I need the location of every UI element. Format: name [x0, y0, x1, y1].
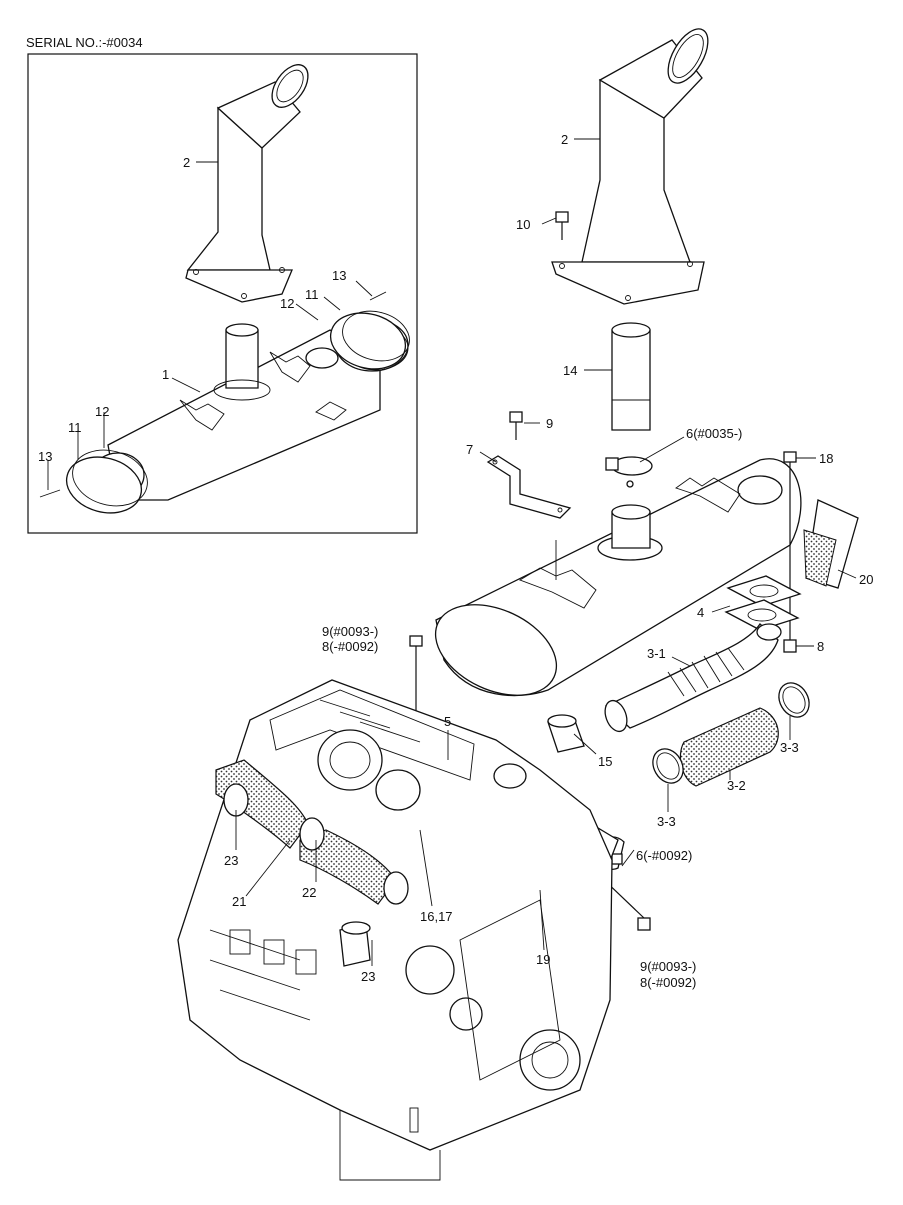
label-8-old-top: 8(-#0092) [322, 639, 378, 654]
exhaust-manifold-hoses [215, 759, 409, 967]
label-8: 8 [817, 639, 824, 654]
inset-label-13-left: 13 [38, 449, 52, 464]
label-5: 5 [444, 714, 451, 729]
tailpipe [551, 28, 709, 305]
bolt-18 [783, 451, 797, 640]
inset-label-11: 11 [305, 287, 319, 302]
exhaust-pipe-14 [611, 322, 651, 431]
label-4: 4 [697, 605, 704, 620]
label-2: 2 [561, 132, 568, 147]
label-6-new: 6(#0035-) [686, 426, 742, 441]
main-leaders [235, 138, 857, 966]
inset-callouts: 2 13 11 12 1 12 11 13 [38, 155, 346, 464]
label-3-1: 3-1 [647, 646, 666, 661]
inset-end-caps [39, 291, 410, 514]
main-callouts: 2 10 14 9 7 6(#0035-) 18 20 4 8 3-1 9(#0… [224, 132, 873, 990]
flex-pipe-3-1 [604, 623, 782, 733]
clamps-3-3 [652, 682, 810, 784]
bolt-9 [509, 411, 523, 440]
label-23-top: 23 [224, 853, 238, 868]
label-20: 20 [859, 572, 873, 587]
label-15: 15 [598, 754, 612, 769]
bolt-8 [783, 639, 797, 653]
inset-label-11-left: 11 [68, 420, 82, 435]
label-3-2: 3-2 [727, 778, 746, 793]
bracket-7 [486, 455, 572, 519]
inset-label-2: 2 [183, 155, 190, 170]
label-23-bottom: 23 [361, 969, 375, 984]
label-21: 21 [232, 894, 246, 909]
inset-label-1: 1 [162, 367, 169, 382]
main-muffler [434, 458, 802, 697]
label-14: 14 [563, 363, 577, 378]
label-7: 7 [466, 442, 473, 457]
label-16-17: 16,17 [420, 909, 453, 924]
label-10: 10 [516, 217, 530, 232]
label-9-new-bottom: 9(#0093-) [640, 959, 696, 974]
serial-number-header: SERIAL NO.:-#0034 [26, 35, 143, 50]
inset-label-12: 12 [280, 296, 294, 311]
engine-block [177, 679, 613, 1181]
heat-shield-3-2 [679, 707, 779, 787]
inset-label-13: 13 [332, 268, 346, 283]
gasket-4 [724, 575, 802, 631]
label-22: 22 [302, 885, 316, 900]
bolt-10 [555, 211, 569, 240]
label-3-3-left: 3-3 [657, 814, 676, 829]
label-6-old: 6(-#0092) [636, 848, 692, 863]
label-8-old-bottom: 8(-#0092) [640, 975, 696, 990]
heat-shield-20 [803, 499, 859, 589]
inset-frame [27, 53, 418, 534]
clamp-15 [547, 714, 585, 753]
label-18: 18 [819, 451, 833, 466]
clamp-6-new [605, 456, 653, 488]
inset-leaders [47, 161, 373, 490]
label-9-new-top: 9(#0093-) [322, 624, 378, 639]
inset-label-12-left: 12 [95, 404, 109, 419]
label-19: 19 [536, 952, 550, 967]
label-9: 9 [546, 416, 553, 431]
label-3-3-right: 3-3 [780, 740, 799, 755]
inset-tailpipe [185, 64, 309, 303]
